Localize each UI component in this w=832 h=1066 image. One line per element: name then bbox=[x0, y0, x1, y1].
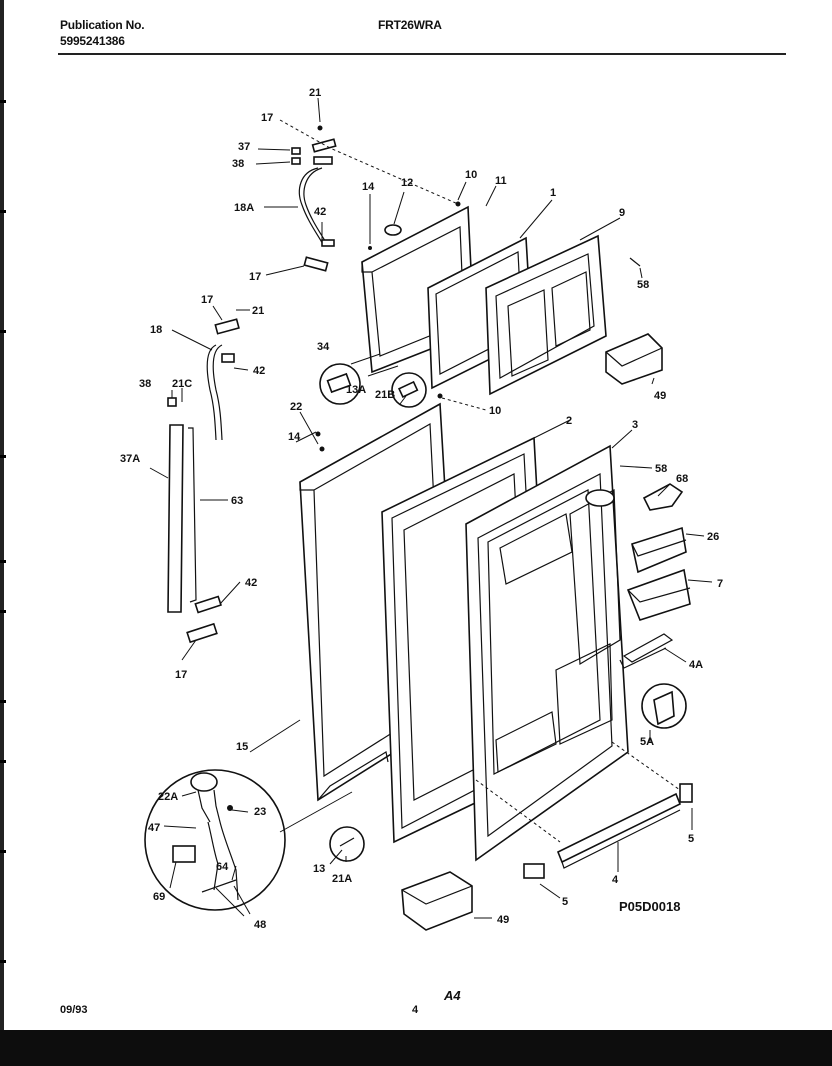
callout: 3 bbox=[632, 419, 638, 431]
model-number: FRT26WRA bbox=[378, 18, 442, 32]
callout: 37A bbox=[120, 453, 140, 465]
screw-22 bbox=[319, 446, 325, 452]
shelf-retainer-4a bbox=[619, 633, 674, 669]
door-shelf-7 bbox=[626, 568, 691, 621]
callout: 13 bbox=[313, 863, 325, 875]
callout: 38 bbox=[232, 158, 244, 170]
callout: 17 bbox=[175, 669, 187, 681]
callout: 1 bbox=[550, 187, 556, 199]
callout: 15 bbox=[236, 741, 248, 753]
callout: 14 bbox=[362, 181, 375, 193]
callout: 17 bbox=[201, 294, 213, 306]
callout: 11 bbox=[495, 175, 507, 187]
callout: 17 bbox=[249, 271, 261, 283]
callout: 34 bbox=[317, 341, 330, 353]
callout: 21B bbox=[375, 389, 395, 401]
callout: 10 bbox=[465, 169, 477, 181]
callout: 42 bbox=[314, 206, 326, 218]
header-rule bbox=[58, 53, 786, 55]
callout: 22 bbox=[290, 401, 302, 413]
callout: 58 bbox=[655, 463, 667, 475]
footer-mark: A4 bbox=[444, 988, 461, 1003]
callout: 21 bbox=[309, 87, 321, 99]
exploded-parts-diagram: 21 17 37 38 18A 42 17 14 12 10 11 1 9 58… bbox=[120, 87, 723, 931]
callout: 4 bbox=[612, 874, 619, 886]
callout: 14 bbox=[288, 431, 301, 443]
callout: 10 bbox=[489, 405, 501, 417]
callout: 4A bbox=[689, 659, 703, 671]
callout: 42 bbox=[245, 577, 257, 589]
callout: 37 bbox=[238, 141, 250, 153]
callout: 18 bbox=[150, 324, 162, 336]
callout: 42 bbox=[253, 365, 265, 377]
fresh-food-door-liner bbox=[465, 444, 629, 862]
callout: 49 bbox=[497, 914, 509, 926]
left-hinge-trim bbox=[167, 318, 240, 644]
screw-10 bbox=[437, 393, 443, 399]
publication-number: 5995241386 bbox=[60, 34, 125, 48]
door-shelf-26 bbox=[631, 526, 687, 574]
callout: 5 bbox=[562, 896, 568, 908]
leader-lines bbox=[149, 97, 713, 919]
callout: 17 bbox=[261, 112, 273, 124]
callout: 21A bbox=[332, 873, 352, 885]
callout: 9 bbox=[619, 207, 625, 219]
door-bin-49-lower bbox=[401, 871, 473, 931]
scan-edge-left bbox=[0, 0, 6, 1066]
callout: 5 bbox=[688, 833, 694, 845]
callout: 58 bbox=[637, 279, 649, 291]
callout: 2 bbox=[566, 415, 572, 427]
callout: 48 bbox=[254, 919, 266, 931]
callout: 7 bbox=[717, 578, 723, 590]
freezer-liner bbox=[485, 234, 607, 396]
scan-edge-bottom bbox=[0, 1030, 832, 1066]
callout: 63 bbox=[231, 495, 243, 507]
publication-label: Publication No. bbox=[60, 18, 145, 32]
inset-circle-34 bbox=[319, 363, 361, 405]
callout: 13A bbox=[346, 384, 366, 396]
inset-circle-21b bbox=[391, 372, 427, 408]
callout: 68 bbox=[676, 473, 688, 485]
callout: 69 bbox=[153, 891, 165, 903]
callout: 5A bbox=[640, 736, 654, 748]
callout: 22A bbox=[158, 791, 178, 803]
inset-circle-21a bbox=[329, 826, 365, 862]
screw-58-upper bbox=[629, 257, 641, 267]
callout: 38 bbox=[139, 378, 151, 390]
footer-page: 4 bbox=[412, 1004, 419, 1016]
footer-date: 09/93 bbox=[60, 1004, 88, 1016]
diagram-code: P05D0018 bbox=[619, 899, 680, 914]
screw-10-upper bbox=[455, 201, 461, 207]
lower-trim-4 bbox=[523, 783, 693, 879]
callout: 12 bbox=[401, 177, 413, 189]
freezer-door-bin bbox=[605, 333, 663, 385]
callout: 21C bbox=[172, 378, 192, 390]
callout: 21 bbox=[252, 305, 264, 317]
callout: 49 bbox=[654, 390, 666, 402]
callout: 47 bbox=[148, 822, 160, 834]
callout: 18A bbox=[234, 202, 254, 214]
callout: 64 bbox=[216, 861, 229, 873]
callout-labels: 21 17 37 38 18A 42 17 14 12 10 11 1 9 58… bbox=[120, 87, 723, 931]
screw-14 bbox=[315, 431, 321, 437]
dispenser-cover-68 bbox=[642, 483, 684, 511]
callout: 23 bbox=[254, 806, 266, 818]
callout: 26 bbox=[707, 531, 719, 543]
inset-circle-5a bbox=[641, 683, 687, 729]
